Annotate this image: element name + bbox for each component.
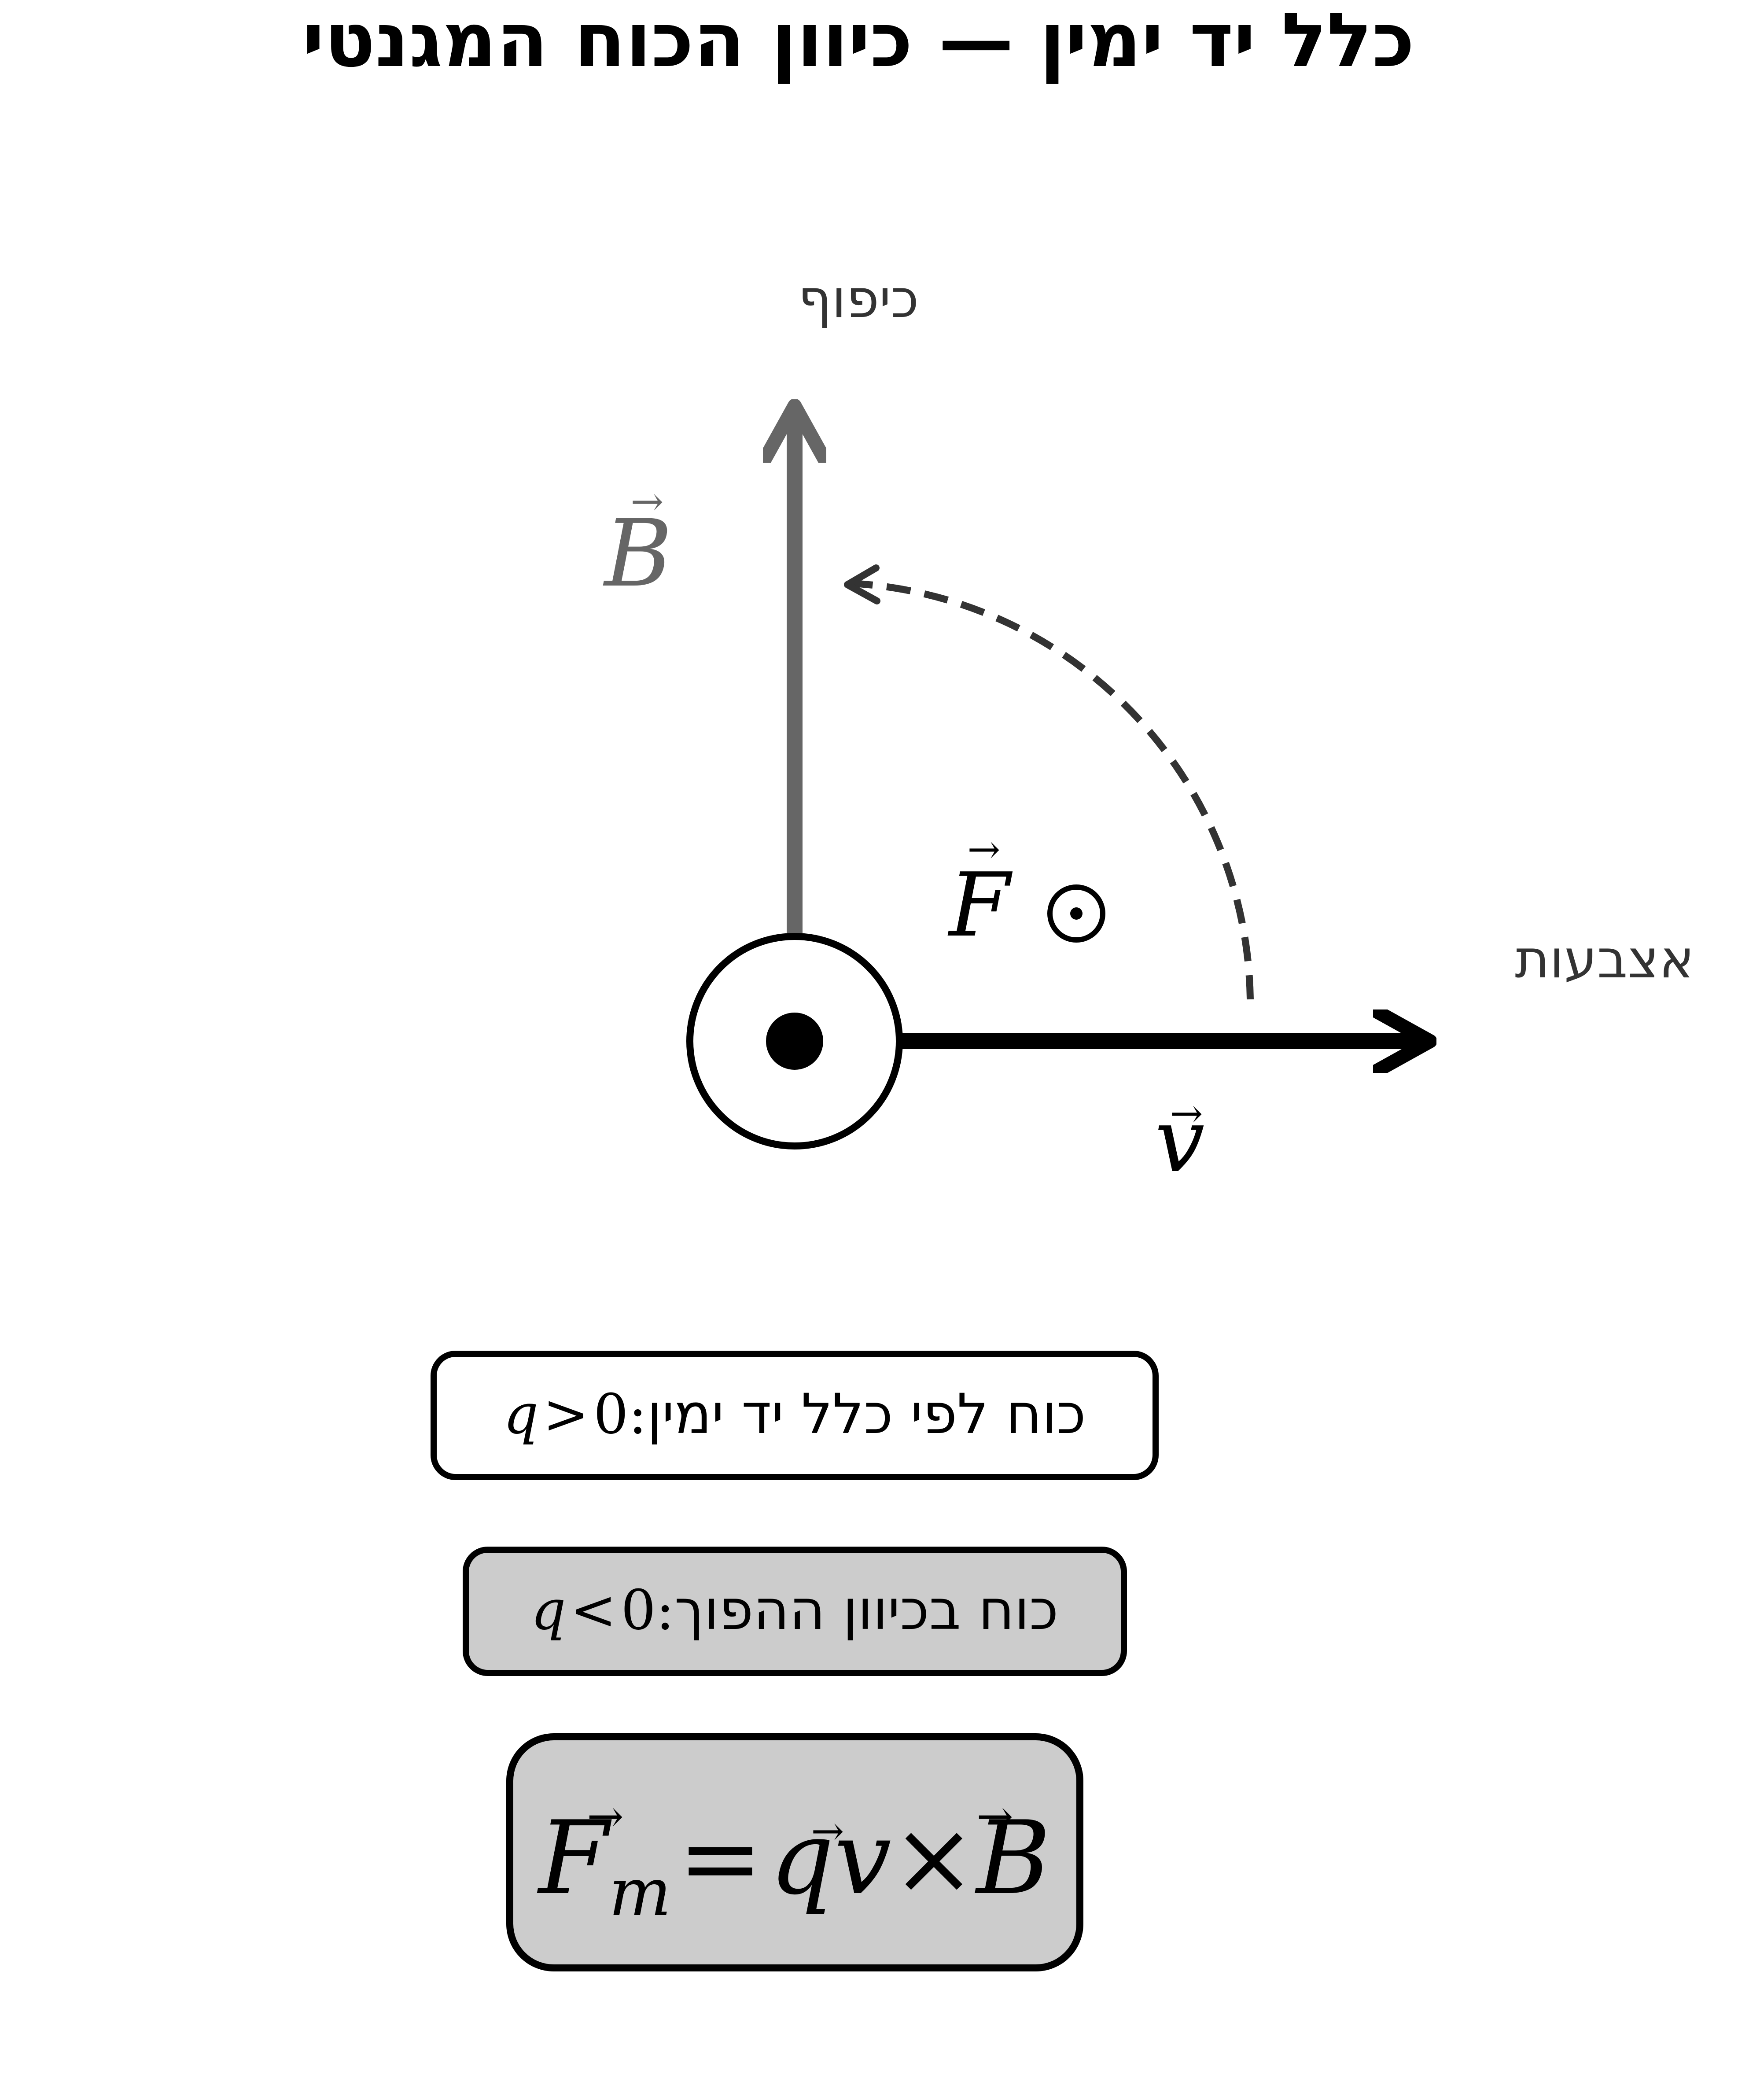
b-vector-arrow-symbol: →: [630, 479, 663, 525]
formula-q: q: [770, 1800, 834, 1917]
fingers-label: אצבעות: [1515, 929, 1694, 990]
f-vector-label: F: [947, 854, 1013, 957]
negative-zero: 0:: [621, 1578, 674, 1642]
formula-v-arrow: →: [811, 1808, 844, 1854]
rotation-arc-arrowhead: [844, 564, 880, 604]
positive-charge-text: q>0:כוח לפי כלל יד ימין: [503, 1382, 1086, 1446]
negative-charge-text: q<0:כוח בכיוון ההפוך: [531, 1578, 1059, 1642]
negative-q-symbol: q: [531, 1578, 566, 1642]
b-vector-label: B: [603, 500, 672, 608]
thumb-label: כיפוף: [798, 269, 919, 330]
negative-charge-box: q<0:כוח בכיוון ההפוך: [463, 1547, 1127, 1676]
v-vector-label: v: [1155, 1090, 1205, 1192]
positive-rule-text: כוח לפי כלל יד ימין: [647, 1382, 1086, 1446]
v-vector-arrow-symbol: →: [1170, 1091, 1203, 1137]
positive-relation-symbol: >: [543, 1382, 589, 1446]
formula-equals: =: [678, 1800, 763, 1917]
formula-B: B: [975, 1800, 1051, 1917]
formula-B-arrow: →: [976, 1791, 1013, 1842]
formula-subscript-m: m: [609, 1854, 671, 1931]
page-title: כלל יד ימין — כיוון הכוח המגנטי: [302, 0, 1415, 84]
formula-v: v: [834, 1800, 891, 1917]
positive-charge-box: q>0:כוח לפי כלל יד ימין: [431, 1351, 1159, 1480]
negative-rule-text: כוח בכיוון ההפוך: [674, 1578, 1058, 1642]
formula-times: ×: [891, 1800, 976, 1917]
negative-relation-symbol: <: [571, 1578, 617, 1642]
out-of-page-icon: [686, 933, 903, 1149]
positive-q-symbol: q: [503, 1382, 538, 1446]
positive-zero: 0:: [593, 1382, 647, 1446]
lorentz-force-formula-box: → → → Fm=qv×B: [506, 1733, 1083, 1971]
f-vector-arrow-symbol: →: [967, 826, 1000, 873]
out-of-page-small-icon: [1047, 884, 1105, 943]
lorentz-force-formula: Fm=qv×B: [537, 1800, 1050, 1931]
formula-F-arrow: →: [587, 1791, 624, 1842]
formula-F: F: [537, 1800, 612, 1917]
rotation-arc: [851, 580, 1254, 1000]
